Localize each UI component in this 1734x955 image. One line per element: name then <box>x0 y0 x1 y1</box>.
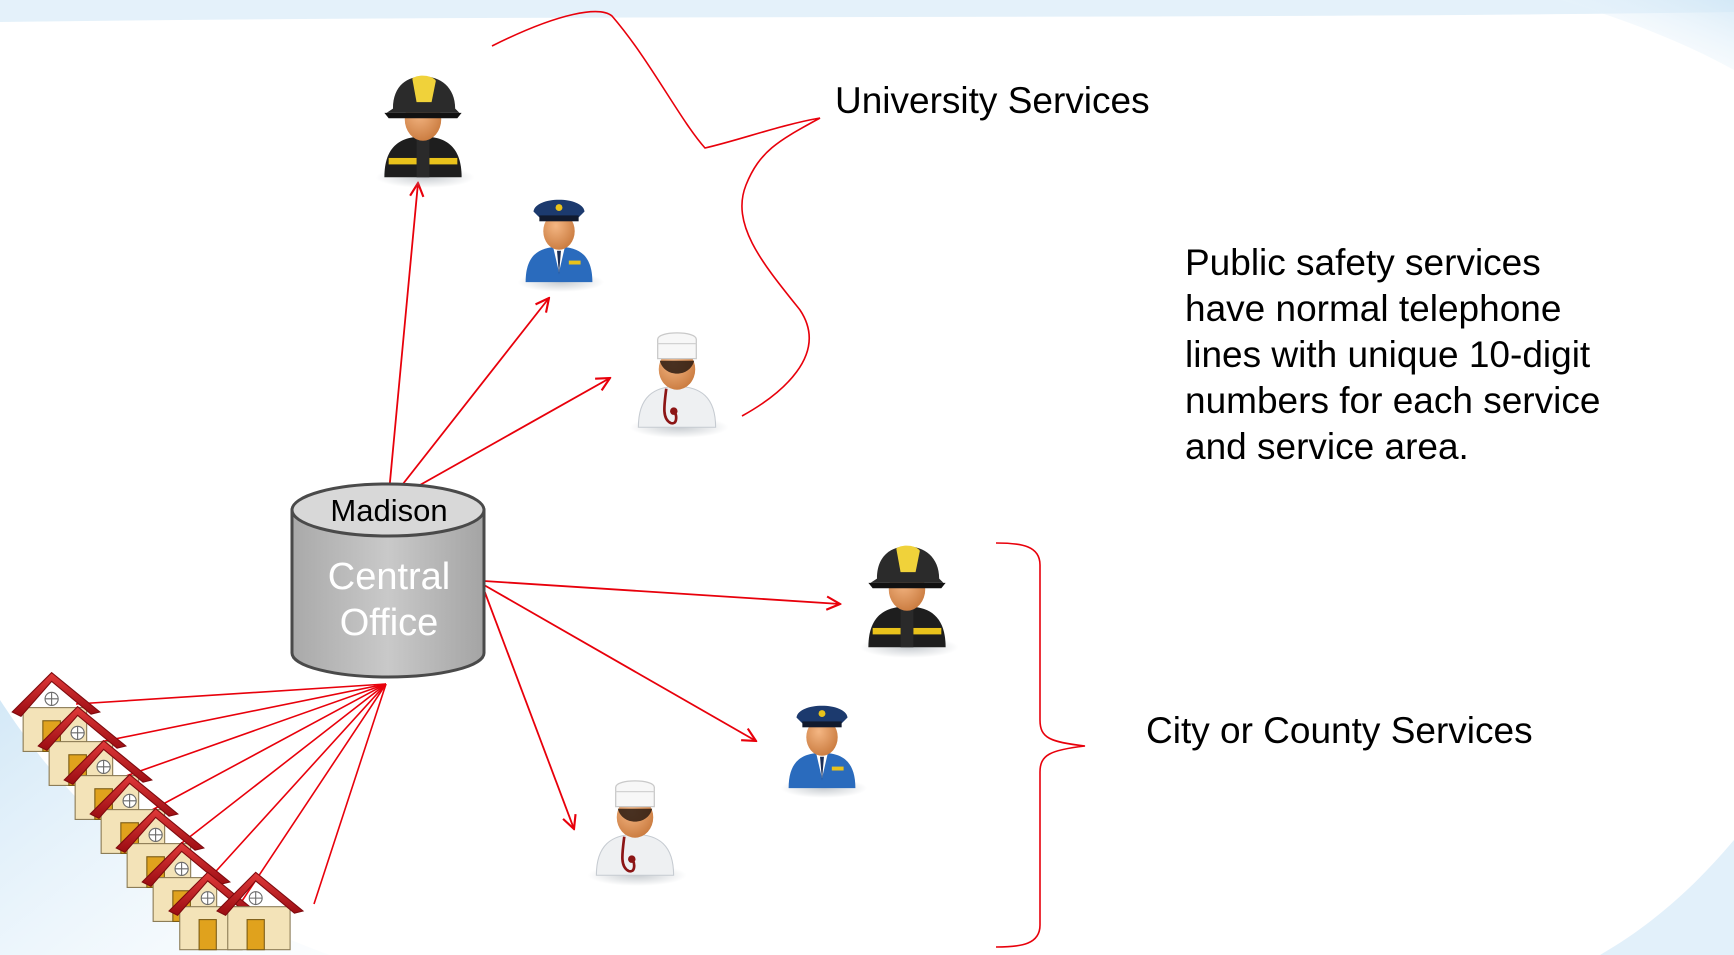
connection-arrows <box>387 183 840 829</box>
city-doctor-icon <box>586 779 688 886</box>
arrow-to-city-doctor <box>483 589 574 829</box>
central-office-cylinder <box>290 482 486 679</box>
arrow-to-city-police <box>483 584 756 741</box>
central-office-line2: Office <box>339 601 439 644</box>
university-police-icon <box>517 199 605 292</box>
city-county-services-label: City or County Services <box>1146 710 1533 751</box>
arrow-to-city-firefighter <box>483 580 840 604</box>
central-office-label: Central Office <box>292 555 486 646</box>
university-bracket <box>491 10 821 417</box>
note-line: lines with unique 10-digit <box>1185 333 1591 375</box>
arrow-to-university-firefighter <box>387 183 418 504</box>
note-line: numbers for each service <box>1185 379 1601 421</box>
houses <box>11 672 304 951</box>
note-line: have normal telephone <box>1185 287 1562 329</box>
city-police-icon <box>780 705 868 798</box>
arrow-to-university-police <box>387 298 549 504</box>
city-firefighter-icon <box>859 545 959 658</box>
university-doctor-icon <box>628 331 730 438</box>
university-firefighter-icon <box>375 75 475 188</box>
city-bracket <box>995 542 1086 948</box>
house-icon <box>216 871 304 951</box>
university-services-label: University Services <box>835 80 1150 121</box>
arrow-to-university-doctor <box>387 378 610 504</box>
central-office-line1: Central <box>327 556 451 598</box>
explanation-note: Public safety services have normal telep… <box>1185 240 1725 469</box>
note-line: and service area. <box>1185 425 1469 467</box>
note-line: Public safety services <box>1185 242 1541 283</box>
house-lines <box>75 683 387 905</box>
central-office-location: Madison <box>330 493 448 528</box>
